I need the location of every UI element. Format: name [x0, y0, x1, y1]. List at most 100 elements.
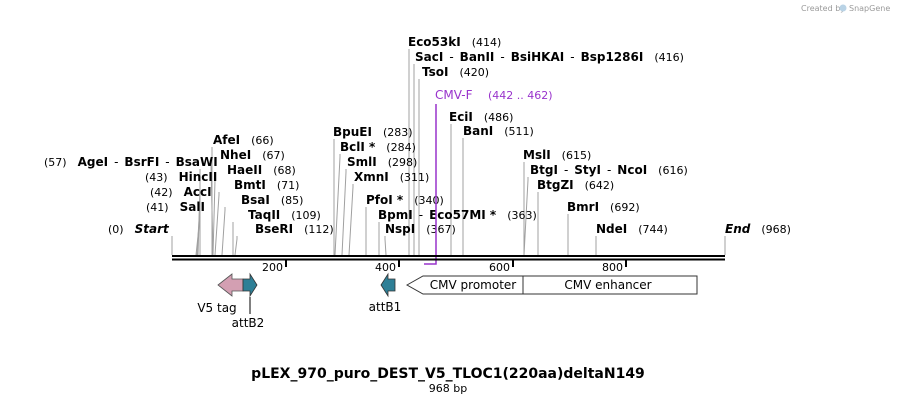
enzyme-name: NcoI [617, 163, 647, 177]
enzyme-name: EciI [449, 110, 473, 124]
feature-attb2[interactable]: attB2 [232, 272, 265, 330]
enzyme-name: MslI [523, 148, 551, 162]
enzyme-prefix-position: (42) [150, 186, 184, 199]
enzyme-name: AccI [184, 185, 212, 199]
tick-mark-600 [512, 260, 514, 267]
enzyme-separator: - [413, 208, 429, 222]
enzyme-row[interactable]: MslI (615) [523, 148, 591, 162]
enzyme-leader [234, 236, 238, 256]
enzyme-position: (692) [599, 201, 640, 214]
enzyme-row[interactable]: HaeII (68) [227, 163, 296, 177]
enzyme-position: (283) [372, 126, 413, 139]
enzyme-name: HaeII [227, 163, 262, 177]
enzyme-name: BmrI [567, 200, 599, 214]
tick-mark-800 [625, 260, 627, 267]
tick-label-200: 200 [262, 261, 283, 274]
enzyme-leader [523, 177, 529, 256]
enzyme-name: BsrFI [124, 155, 159, 169]
enzyme-row[interactable]: XmnI (311) [354, 170, 429, 184]
enzyme-row[interactable]: BanI (511) [463, 124, 534, 138]
enzyme-row[interactable]: BpuEI (283) [333, 125, 413, 139]
enzyme-name: SacI [415, 50, 443, 64]
enzyme-name: BseRI [255, 222, 293, 236]
feature-attb1[interactable]: attB1 [369, 272, 402, 314]
enzyme-leader [341, 169, 347, 256]
enzyme-row[interactable]: NdeI (744) [596, 222, 668, 236]
enzyme-row[interactable]: AfeI (66) [213, 133, 274, 147]
credit: Created by SnapGene [801, 4, 890, 13]
enzyme-row[interactable]: TsoI (420) [422, 65, 489, 79]
enzyme-name: AfeI [213, 133, 240, 147]
enzyme-name: NdeI [596, 222, 627, 236]
enzyme-name: NheI [220, 148, 251, 162]
cmv-promoter-label: CMV promoter [430, 278, 517, 292]
enzyme-row[interactable]: NspI (367) [385, 222, 456, 236]
enzyme-row[interactable]: SmlI (298) [347, 155, 417, 169]
ruler: 200 400 600 800 [262, 260, 627, 274]
enzyme-name: NspI [385, 222, 415, 236]
enzyme-labels: Eco53kI (414)SacI - BanII - BsiHKAI - Bs… [44, 35, 791, 236]
enzyme-row[interactable]: TaqII (109) [248, 208, 321, 222]
enzyme-row[interactable]: BseRI (112) [255, 222, 334, 236]
attb2-arrow [242, 272, 258, 298]
feature-cmv-enhancer[interactable]: CMV enhancer [522, 275, 698, 295]
enzyme-leader [334, 154, 341, 256]
cmv-enhancer-label: CMV enhancer [564, 278, 651, 292]
enzyme-row[interactable]: (0) Start [108, 222, 170, 236]
backbone-bottom-strand [172, 258, 725, 261]
plasmid-length: 968 bp [429, 382, 467, 395]
enzyme-row[interactable]: (43) HincII [145, 170, 217, 184]
enzyme-row[interactable]: SacI - BanII - BsiHKAI - Bsp1286I (416) [415, 50, 684, 64]
enzyme-name: Bsp1286I [581, 50, 644, 64]
enzyme-prefix-position: (0) [108, 223, 135, 236]
enzyme-name: Start [135, 222, 170, 236]
tick-label-600: 600 [489, 261, 510, 274]
enzyme-row[interactable]: PfoI * (340) [366, 193, 444, 207]
enzyme-row[interactable]: BmrI (692) [567, 200, 640, 214]
enzyme-row[interactable]: BpmI - Eco57MI * (363) [378, 208, 537, 222]
snapgene-logo-icon [839, 4, 847, 12]
enzyme-position: (340) [403, 194, 444, 207]
enzyme-row[interactable]: End (968) [725, 222, 791, 236]
enzyme-position: (744) [627, 223, 668, 236]
enzyme-name: SalI [180, 200, 205, 214]
enzyme-row[interactable]: (42) AccI [150, 185, 212, 199]
enzyme-leader [212, 177, 216, 256]
v5-tag-label: V5 tag [197, 301, 236, 315]
enzyme-name: BpmI [378, 208, 413, 222]
enzyme-row[interactable]: (57) AgeI - BsrFI - BsaWI [44, 155, 218, 169]
enzyme-position: (511) [493, 125, 534, 138]
feature-v5-tag[interactable]: V5 tag [197, 273, 244, 315]
enzyme-position: (416) [643, 51, 684, 64]
enzyme-name: BclI * [340, 140, 376, 154]
enzyme-row[interactable]: BsaI (85) [241, 193, 303, 207]
enzyme-position: (414) [461, 36, 502, 49]
enzyme-position: (284) [375, 141, 416, 154]
enzyme-row[interactable]: (41) SalI [146, 200, 205, 214]
enzyme-row[interactable]: Eco53kI (414) [408, 35, 501, 49]
attb1-arrow [380, 272, 396, 298]
enzyme-leader [210, 162, 214, 256]
enzyme-row[interactable]: BtgI - StyI - NcoI (616) [530, 163, 688, 177]
enzyme-row[interactable]: BmtI (71) [234, 178, 299, 192]
enzyme-row[interactable]: BtgZI (642) [537, 178, 614, 192]
enzyme-position: (109) [280, 209, 321, 222]
tick-mark-400 [398, 260, 400, 267]
enzyme-leader [384, 236, 387, 256]
enzyme-row[interactable]: BclI * (284) [340, 140, 416, 154]
enzyme-row[interactable]: NheI (67) [220, 148, 285, 162]
primer-range: (442 .. 462) [488, 89, 553, 102]
primer-arrow [424, 104, 437, 265]
enzyme-separator: - [443, 50, 459, 64]
enzyme-position: (616) [647, 164, 688, 177]
feature-cmv-promoter[interactable]: CMV promoter [405, 275, 524, 295]
enzyme-name: BanI [463, 124, 493, 138]
enzyme-name: BsaWI [176, 155, 218, 169]
enzyme-name: SmlI [347, 155, 377, 169]
enzyme-leader [348, 184, 354, 256]
primer-cmv-f[interactable]: CMV-F (442 .. 462) [424, 88, 553, 265]
enzyme-name: Eco57MI * [429, 208, 497, 222]
enzyme-row[interactable]: EciI (486) [449, 110, 513, 124]
enzyme-position: (68) [262, 164, 296, 177]
enzyme-name: Eco53kI [408, 35, 461, 49]
